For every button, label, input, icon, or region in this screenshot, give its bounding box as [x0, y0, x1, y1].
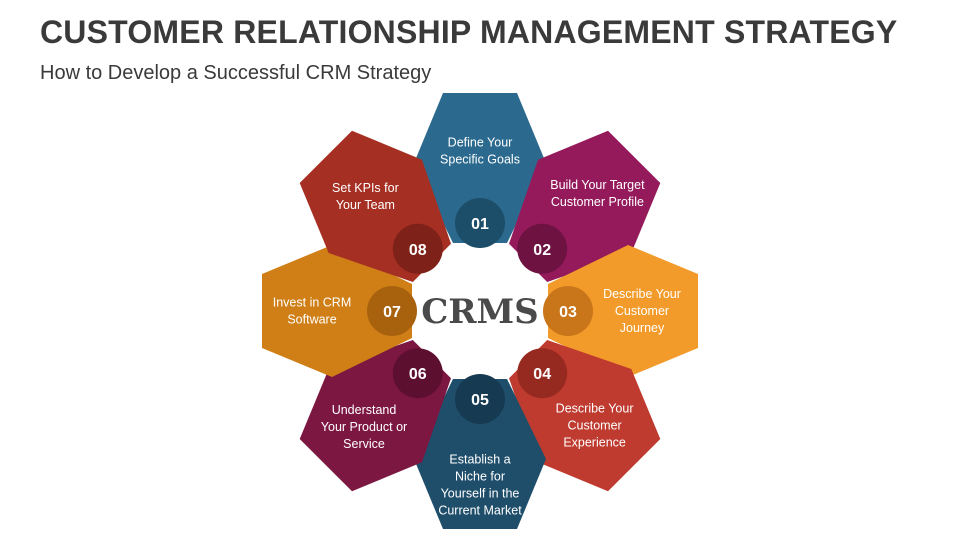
step-06-number: 06 — [409, 366, 427, 383]
step-07-badge — [367, 286, 417, 336]
step-05-label-line: Niche for — [455, 470, 505, 484]
step-07-number: 07 — [383, 304, 401, 321]
step-06-label-line: Understand — [332, 403, 397, 417]
step-05-badge — [455, 374, 505, 424]
step-04-badge — [517, 348, 568, 399]
step-01-label-line: Specific Goals — [440, 153, 520, 167]
step-08-badge — [392, 223, 443, 274]
step-04-label-line: Customer — [568, 419, 622, 433]
step-04-label-line: Experience — [563, 436, 626, 450]
step-08-number: 08 — [409, 242, 427, 259]
step-05-petal — [414, 379, 546, 529]
step-04-number: 04 — [533, 366, 551, 383]
step-02-number: 02 — [533, 242, 551, 259]
step-07-label-line: Software — [287, 313, 336, 327]
page-subtitle: How to Develop a Successful CRM Strategy — [40, 62, 432, 84]
step-05-label-line: Yourself in the — [441, 487, 520, 501]
step-04-label-line: Describe Your — [556, 402, 634, 416]
step-03-petal — [548, 245, 698, 377]
step-03-badge — [543, 286, 593, 336]
step-03-label-line: Describe Your — [603, 287, 681, 301]
step-07-label-line: Invest in CRM — [273, 296, 352, 310]
step-01-number: 01 — [471, 216, 489, 233]
step-06-label-line: Service — [343, 437, 385, 451]
step-05-number: 05 — [471, 392, 489, 409]
step-02-badge — [517, 223, 568, 274]
step-02-label-line: Build Your Target — [550, 178, 645, 192]
step-03-label-line: Journey — [620, 321, 665, 335]
step-02-label-line: Customer Profile — [551, 195, 644, 209]
step-05-label-line: Current Market — [438, 504, 522, 518]
page-title: CUSTOMER RELATIONSHIP MANAGEMENT STRATEG… — [40, 14, 898, 50]
step-01-label-line: Define Your — [448, 136, 513, 150]
step-05-label-line: Establish a — [449, 453, 510, 467]
step-08-label-line: Set KPIs for — [332, 181, 399, 195]
step-07-petal — [262, 245, 412, 377]
step-03-label-line: Customer — [615, 304, 669, 318]
step-06-label-line: Your Product or — [321, 420, 407, 434]
step-03-number: 03 — [559, 304, 577, 321]
center-circle — [425, 256, 535, 366]
center-label: CRMS — [421, 292, 539, 332]
step-08-label-line: Your Team — [336, 198, 395, 212]
step-01-badge — [455, 198, 505, 248]
step-07: 07 Invest in CRM Software — [262, 245, 417, 377]
step-01-petal — [414, 93, 546, 243]
step-06-badge — [392, 348, 443, 399]
